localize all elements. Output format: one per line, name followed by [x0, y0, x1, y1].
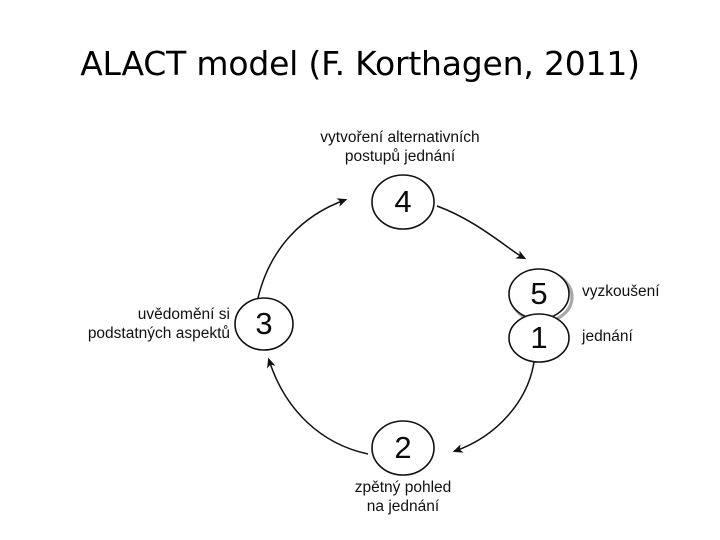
node-2-circle[interactable]: [371, 420, 435, 476]
node-3-number: 3: [255, 306, 273, 341]
edge-1-to-2: [452, 361, 535, 453]
edge-3-to-4: [257, 198, 348, 299]
alact-model-diagram: 4 5 1 2 3 vytvoření alternativních postu…: [0, 110, 720, 540]
node-2-number: 2: [394, 430, 412, 465]
node-2-label: zpětný pohled na jednání: [354, 479, 452, 515]
node-1-number: 1: [530, 320, 548, 355]
node-4-number: 4: [394, 184, 412, 219]
node-5-label: vyzkoušení: [582, 283, 660, 300]
edge-4-to-5: [436, 205, 527, 260]
node-5-number: 5: [530, 276, 548, 311]
node-4-label: vytvoření alternativních postupů jednání: [320, 129, 480, 165]
node-1-circle[interactable]: [508, 313, 570, 363]
page-title: ALACT model (F. Korthagen, 2011): [80, 44, 640, 83]
node-1-label: jednání: [582, 328, 633, 345]
node-3-label: uvědomění si podstatných aspektů: [87, 306, 230, 342]
edge-2-to-3: [267, 357, 369, 455]
cycle-diagram-svg: [234, 174, 574, 476]
node-3-circle[interactable]: [234, 297, 294, 351]
node-4-circle[interactable]: [371, 174, 435, 230]
